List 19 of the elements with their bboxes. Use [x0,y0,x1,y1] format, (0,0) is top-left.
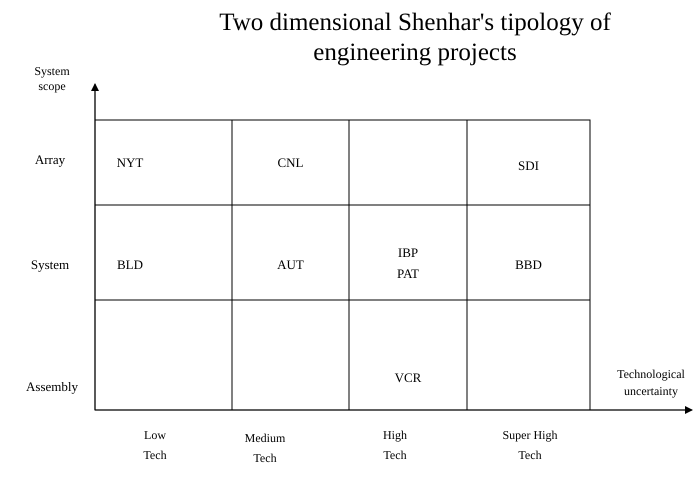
column-label: Low Tech [142,427,168,464]
row-label: Assembly [25,379,79,396]
column-label: High Tech [382,427,408,464]
cell-text: AUT [276,257,305,274]
chart-title: Two dimensional Shenhar's tipology of engineering projects [218,8,612,68]
row-label: System [30,257,70,274]
cell-text: SDI [517,158,540,174]
cell-text: BBD [514,257,543,274]
cell-text: BLD [116,257,144,274]
axis-title: Technological uncertainty [616,366,686,400]
column-label: Super High Tech [502,427,558,464]
cell-text: CNL [276,155,304,172]
cell-text: VCR [394,370,422,386]
axis-title: System scope [33,64,71,94]
row-label: Array [34,152,66,168]
cell-text: NYT [116,155,144,172]
cell-text: PAT [396,266,420,282]
column-label: Medium Tech [244,430,286,468]
cell-text: IBP [396,245,420,262]
